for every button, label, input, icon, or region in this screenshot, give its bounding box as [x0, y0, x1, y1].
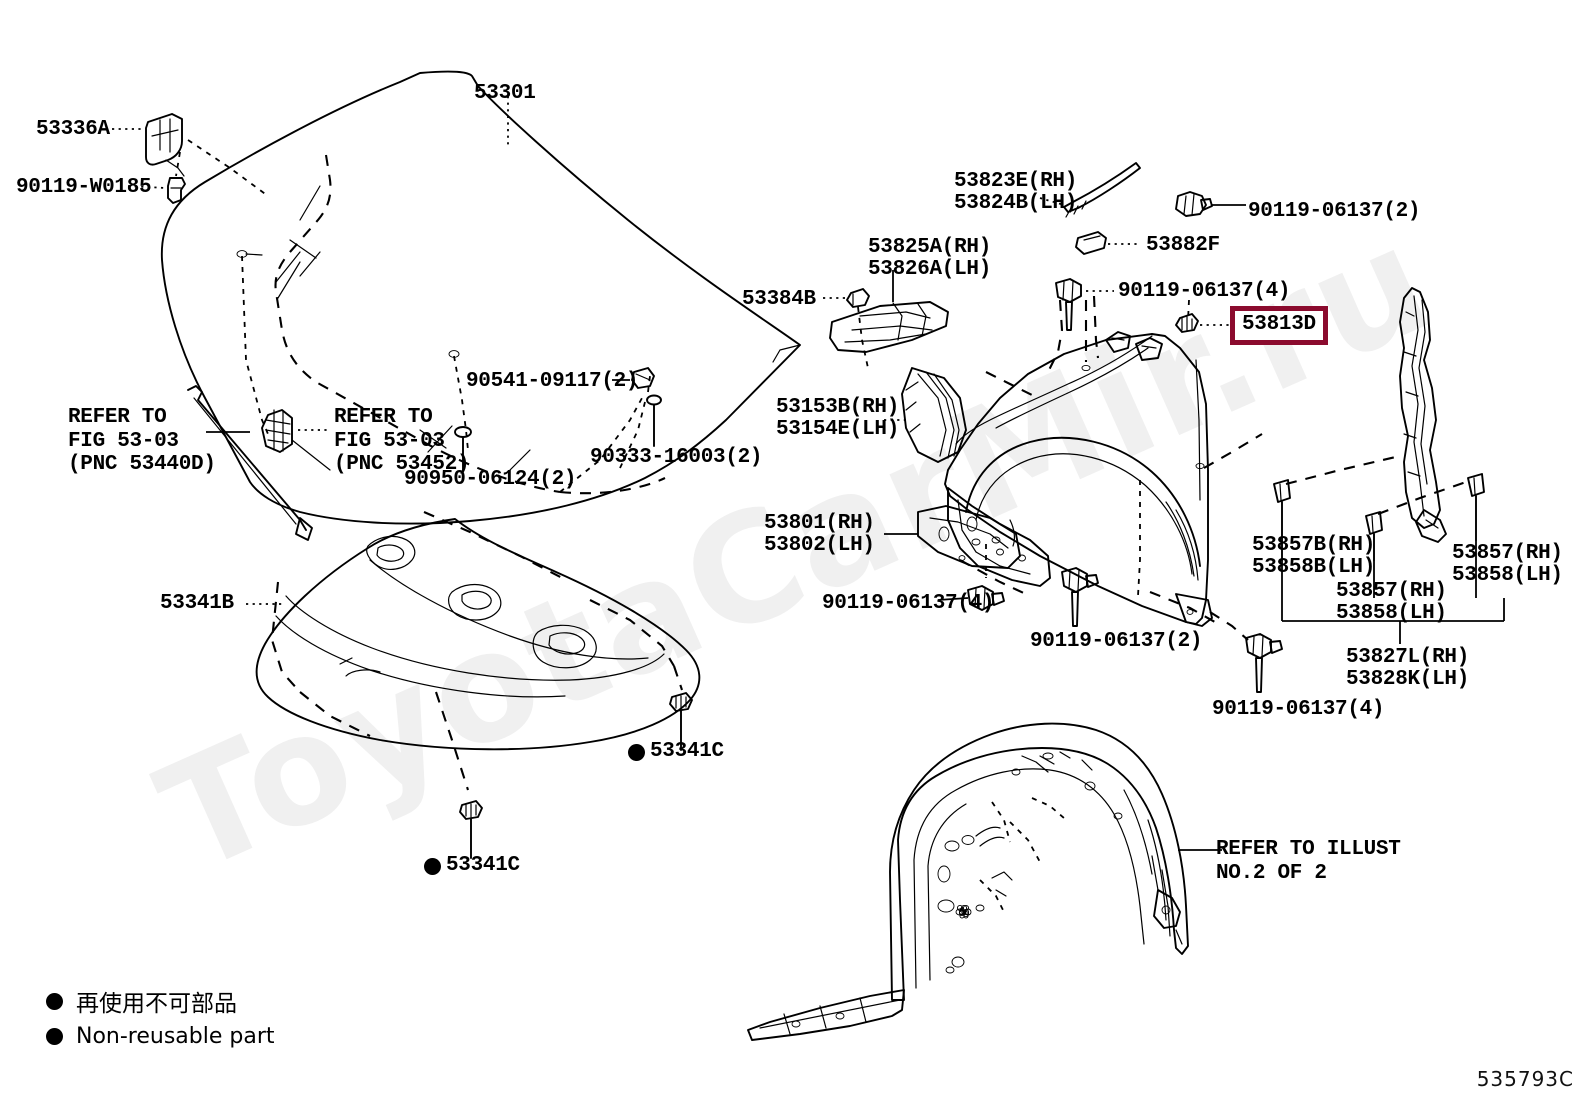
clip-53384b	[846, 288, 870, 308]
label-53828k-lh: 53828K(LH)	[1346, 668, 1470, 691]
filled-circle-icon	[46, 992, 63, 1010]
label-90119-lower-mid: 90119-06137(2)	[1030, 630, 1203, 653]
label-53824b-lh: 53824B(LH)	[954, 192, 1078, 215]
label-90333-16003: 90333-16003(2)	[590, 446, 763, 469]
label-53823e-rh: 53823E(RH)	[954, 170, 1078, 193]
bolt-90119-top	[1175, 191, 1213, 217]
label-90541-09117: 90541-09117(2)	[466, 370, 639, 393]
label-53813d: 53813D	[1242, 313, 1316, 336]
label-53802-lh: 53802(LH)	[764, 534, 875, 557]
hood-insulator-illustration	[255, 511, 701, 751]
label-90950-06124: 90950-06124(2)	[404, 468, 577, 491]
label-53826a-lh: 53826A(LH)	[868, 258, 992, 281]
label-90119-top: 90119-06137(2)	[1248, 200, 1421, 223]
bolt-90119-lower-right	[1245, 633, 1283, 693]
label-53858-lh-right: 53858(LH)	[1452, 564, 1563, 587]
label-90119-w0185: 90119-W0185	[16, 176, 152, 199]
legend-row-jp: 再使用不可部品	[46, 984, 275, 1018]
label-53827l-rh: 53827L(RH)	[1346, 646, 1470, 669]
fender-liner-illustration	[747, 722, 1189, 1041]
hood-clip-part	[167, 177, 186, 204]
label-53801-rh: 53801(RH)	[764, 512, 875, 535]
insulator-clip-right	[669, 692, 693, 751]
label-53336a: 53336A	[36, 118, 110, 141]
legend-row-en: Non-reusable part	[46, 1024, 275, 1049]
label-53154e-lh: 53154E(LH)	[776, 418, 900, 441]
nonreusable-dot-2	[424, 858, 441, 875]
fender-retainer-part	[829, 301, 949, 353]
clip-53813d	[1175, 313, 1199, 333]
insulator-clip-left	[459, 800, 483, 859]
hood-clip-90950	[454, 426, 472, 471]
label-53384b: 53384B	[742, 288, 816, 311]
figure-id-code: 535793C	[1476, 1067, 1574, 1091]
label-53341c-right: 53341C	[650, 740, 724, 763]
filled-circle-icon	[46, 1028, 63, 1045]
hood-support-rod	[187, 385, 313, 541]
fender-apron-bracket	[1399, 287, 1447, 543]
label-53341b: 53341B	[160, 592, 234, 615]
label-53858b-lh: 53858B(LH)	[1252, 556, 1376, 579]
hood-pin-90333	[646, 394, 662, 447]
label-53341c-left: 53341C	[446, 854, 520, 877]
label-53858-lh-mid: 53858(LH)	[1336, 602, 1447, 625]
nonreusable-dot-1	[628, 744, 645, 761]
label-53857-rh-right: 53857(RH)	[1452, 542, 1563, 565]
legend-label-en: Non-reusable part	[76, 1024, 275, 1049]
label-53882f: 53882F	[1146, 234, 1220, 257]
bolt-90119-mid	[1055, 278, 1082, 331]
label-53301: 53301	[474, 82, 536, 105]
bolt-90119-lower-mid	[1061, 567, 1099, 627]
label-90119-mid-top: 90119-06137(4)	[1118, 280, 1291, 303]
label-53825a-rh: 53825A(RH)	[868, 236, 992, 259]
legend-label-jp: 再使用不可部品	[76, 991, 237, 1017]
seal-piece-left-small	[1273, 479, 1291, 561]
fender-seal-strip	[1063, 162, 1141, 218]
hood-illustration	[160, 70, 801, 525]
seal-piece-right-small	[1467, 473, 1485, 541]
label-53857-rh-mid: 53857(RH)	[1336, 580, 1447, 603]
label-90119-lower-left: 90119-06137(4)	[822, 592, 995, 615]
hood-bracket-part	[145, 113, 185, 177]
seal-piece-mid-small	[1365, 511, 1383, 561]
fender-panel-illustration	[944, 331, 1213, 627]
apron-bracket-part	[901, 367, 967, 463]
label-refer-illust: REFER TO ILLUST NO.2 OF 2	[1216, 838, 1401, 885]
label-53153b-rh: 53153B(RH)	[776, 396, 900, 419]
label-refer-53452: REFER TO FIG 53-03 (PNC 53452)	[334, 406, 470, 477]
label-53857b-rh: 53857B(RH)	[1252, 534, 1376, 557]
highlighted-part-box[interactable]: 53813D	[1230, 306, 1328, 345]
bolt-90119-lower-left	[967, 585, 1005, 611]
label-90119-lower-right: 90119-06137(4)	[1212, 698, 1385, 721]
label-refer-53440d: REFER TO FIG 53-03 (PNC 53440D)	[68, 406, 216, 477]
clip-53882f	[1075, 231, 1107, 255]
hood-latch-part	[261, 409, 293, 453]
legend: 再使用不可部品 Non-reusable part	[46, 984, 275, 1055]
hood-bumper-90541	[631, 367, 655, 389]
fender-support-part	[917, 505, 1021, 569]
